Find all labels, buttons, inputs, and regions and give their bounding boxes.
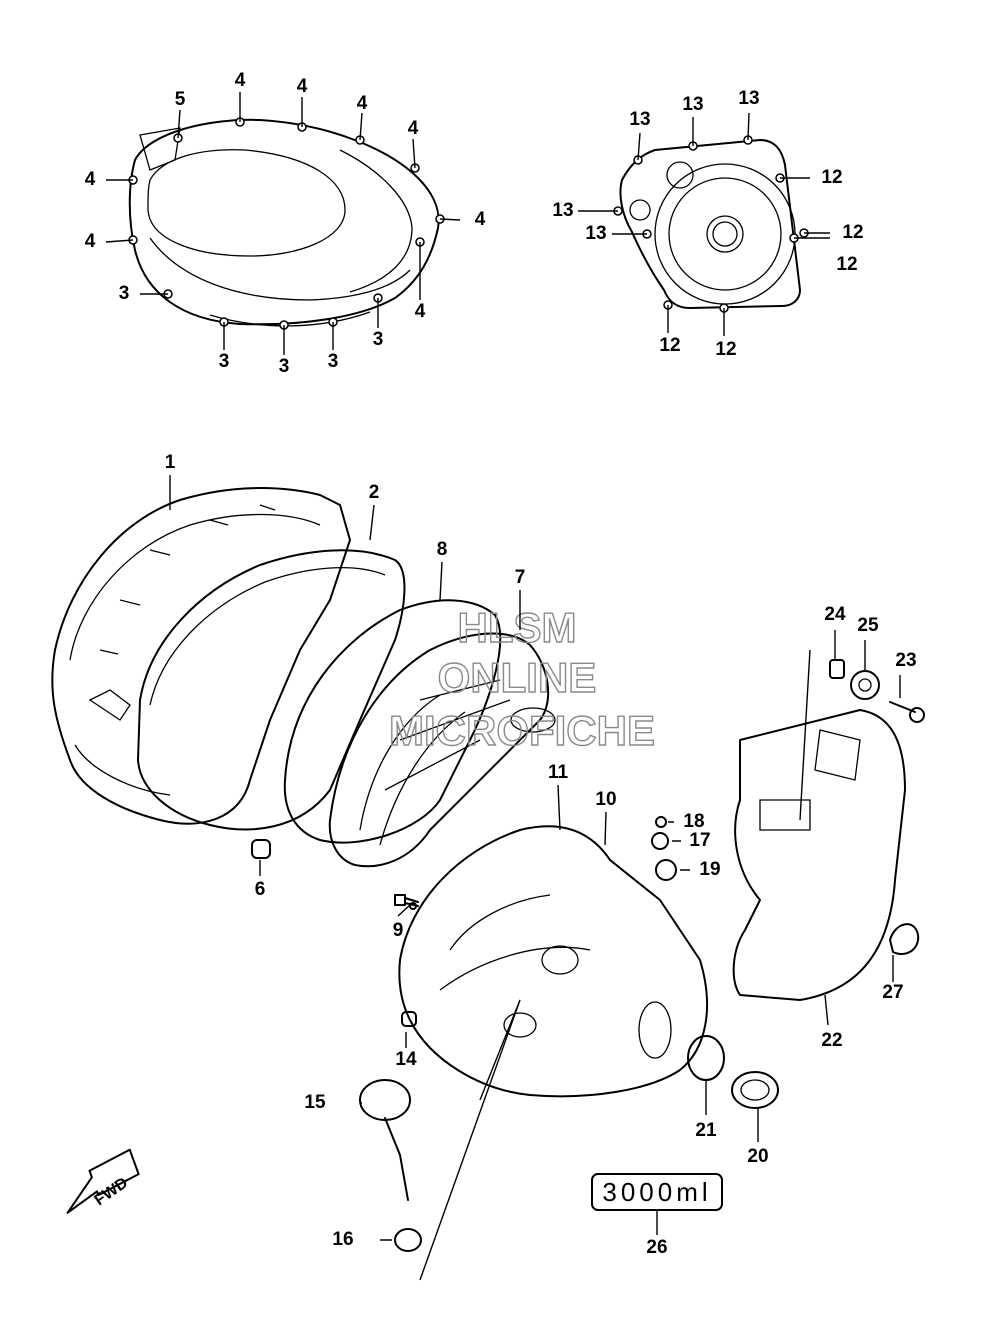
watermark: HLSM ONLINE MICROFICHE	[388, 603, 655, 754]
part-oil-filler-cap	[359, 1079, 411, 1201]
part-magneto-cover	[398, 825, 709, 1098]
callout-14: 14	[395, 1049, 417, 1070]
oil-label-text: 3000ml	[602, 1177, 711, 1207]
callout-13: 13	[738, 88, 759, 109]
callout-21: 21	[695, 1120, 717, 1141]
magneto-cover-bolt-layout	[613, 135, 809, 313]
callout-26: 26	[646, 1237, 667, 1258]
part-grommet-25	[850, 670, 880, 700]
callout-10: 10	[595, 789, 616, 810]
callout-4: 4	[85, 169, 96, 190]
callout-numbers: 4 4 4 4 5 4 4 4 4 3 3 3 3 3 13 13 13 13 …	[85, 70, 917, 1258]
callout-19: 19	[699, 859, 720, 880]
callout-27: 27	[882, 982, 903, 1003]
callout-15: 15	[304, 1092, 326, 1113]
part-plug-20	[731, 1071, 779, 1109]
callout-23: 23	[895, 650, 916, 671]
callout-13: 13	[682, 94, 703, 115]
part-clutch-guard	[328, 632, 556, 868]
callout-3: 3	[279, 356, 290, 377]
callout-3: 3	[328, 351, 339, 372]
watermark-line-1: HLSM	[458, 604, 577, 651]
part-sprocket-cover	[732, 709, 906, 1001]
part-bolt-9	[394, 894, 419, 910]
callout-4: 4	[357, 93, 368, 114]
forward-arrow-icon: FWD	[66, 1148, 140, 1214]
watermark-line-3: MICROFICHE	[389, 707, 655, 754]
clutch-cover-bolt-layout	[128, 117, 445, 330]
part-inner-gasket	[283, 599, 502, 844]
callout-4: 4	[415, 301, 426, 322]
callout-3: 3	[119, 283, 130, 304]
part-clutch-cover	[51, 487, 351, 825]
callout-13: 13	[585, 223, 606, 244]
part-collar-24	[829, 659, 845, 679]
callout-4: 4	[235, 70, 246, 91]
part-dowel-pin	[251, 839, 271, 859]
part-clutch-cover-gasket	[137, 549, 406, 831]
callout-leaders	[105, 92, 901, 1281]
callout-1: 1	[165, 452, 176, 473]
callout-13: 13	[552, 200, 573, 221]
part-cap-27	[889, 923, 920, 955]
callout-2: 2	[369, 482, 380, 503]
part-o-ring-21	[687, 1035, 725, 1081]
callout-20: 20	[747, 1146, 768, 1167]
forward-arrow-label: FWD	[91, 1174, 131, 1209]
callout-12: 12	[836, 254, 857, 275]
callout-22: 22	[821, 1030, 842, 1051]
callout-25: 25	[857, 615, 879, 636]
callout-12: 12	[659, 335, 680, 356]
callout-11: 11	[548, 762, 569, 783]
callout-12: 12	[715, 339, 736, 360]
callout-18: 18	[683, 811, 704, 832]
part-washer-set	[651, 816, 677, 881]
callout-24: 24	[824, 604, 846, 625]
callout-7: 7	[515, 567, 526, 588]
callout-4: 4	[297, 76, 308, 97]
watermark-line-2: ONLINE	[438, 654, 597, 701]
part-oil-label: 3000ml	[591, 1173, 723, 1211]
callout-13: 13	[629, 109, 650, 130]
callout-16: 16	[332, 1229, 353, 1250]
callout-5: 5	[175, 89, 186, 110]
callout-12: 12	[842, 222, 863, 243]
callout-6: 6	[255, 879, 266, 900]
callout-3: 3	[373, 329, 384, 350]
callout-17: 17	[689, 830, 710, 851]
callout-4: 4	[408, 118, 419, 139]
part-bolt-23	[889, 701, 925, 723]
part-o-ring-16	[394, 1228, 422, 1252]
callout-4: 4	[475, 209, 486, 230]
callout-12: 12	[821, 167, 842, 188]
part-dowel-14	[401, 1011, 417, 1027]
callout-9: 9	[393, 920, 404, 941]
callout-3: 3	[219, 351, 230, 372]
callout-8: 8	[437, 539, 448, 560]
callout-4: 4	[85, 231, 96, 252]
